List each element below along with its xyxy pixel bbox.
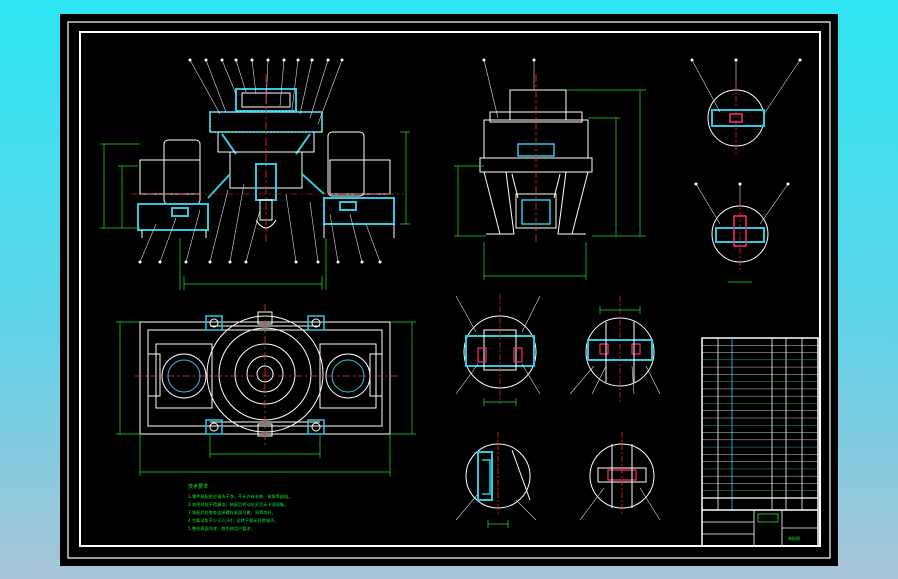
notes-heading: 技术要求 [188, 483, 208, 490]
drawing-sheet: 技术要求 1.零件装配前应清洗干净，不允许有毛刺、锐角等缺陷。 2.各密封处不得… [60, 14, 838, 566]
detail-view [690, 58, 802, 154]
outer-frame [67, 21, 831, 559]
note-line: 5.整机表面涂漆，颜色按用户要求。 [188, 525, 255, 532]
detail-view [455, 294, 541, 406]
title-block: 装配图 [701, 337, 819, 547]
detail-view [694, 182, 790, 283]
detail-view [455, 432, 537, 528]
front-view-dimensions [100, 131, 410, 290]
cad-drawing: 技术要求 1.零件装配前应清洗干净，不允许有毛刺、锐角等缺陷。 2.各密封处不得… [67, 21, 831, 559]
detail-view [579, 432, 661, 521]
inner-frame [79, 31, 821, 547]
detail-views [455, 58, 802, 528]
note-line: 4.空载试车不少于2小时，运转平稳无异常噪声。 [188, 517, 278, 524]
side-view-dimensions [454, 89, 646, 280]
technical-notes: 技术要求 1.零件装配前应清洗干净，不允许有毛刺、锐角等缺陷。 2.各密封处不得… [188, 483, 293, 532]
plan-view-dimensions [116, 321, 416, 476]
title-block-label: 装配图 [788, 535, 800, 541]
note-line: 3.装配后检查各连接螺栓紧固可靠，润滑良好。 [188, 509, 276, 516]
detail-view [569, 296, 661, 404]
note-line: 2.各密封处不得漏油，装配后转动应灵活无卡滞现象。 [188, 501, 288, 508]
front-section-view [137, 58, 395, 264]
note-line: 1.零件装配前应清洗干净，不允许有毛刺、锐角等缺陷。 [188, 493, 293, 500]
parts-list-rows [702, 345, 818, 491]
